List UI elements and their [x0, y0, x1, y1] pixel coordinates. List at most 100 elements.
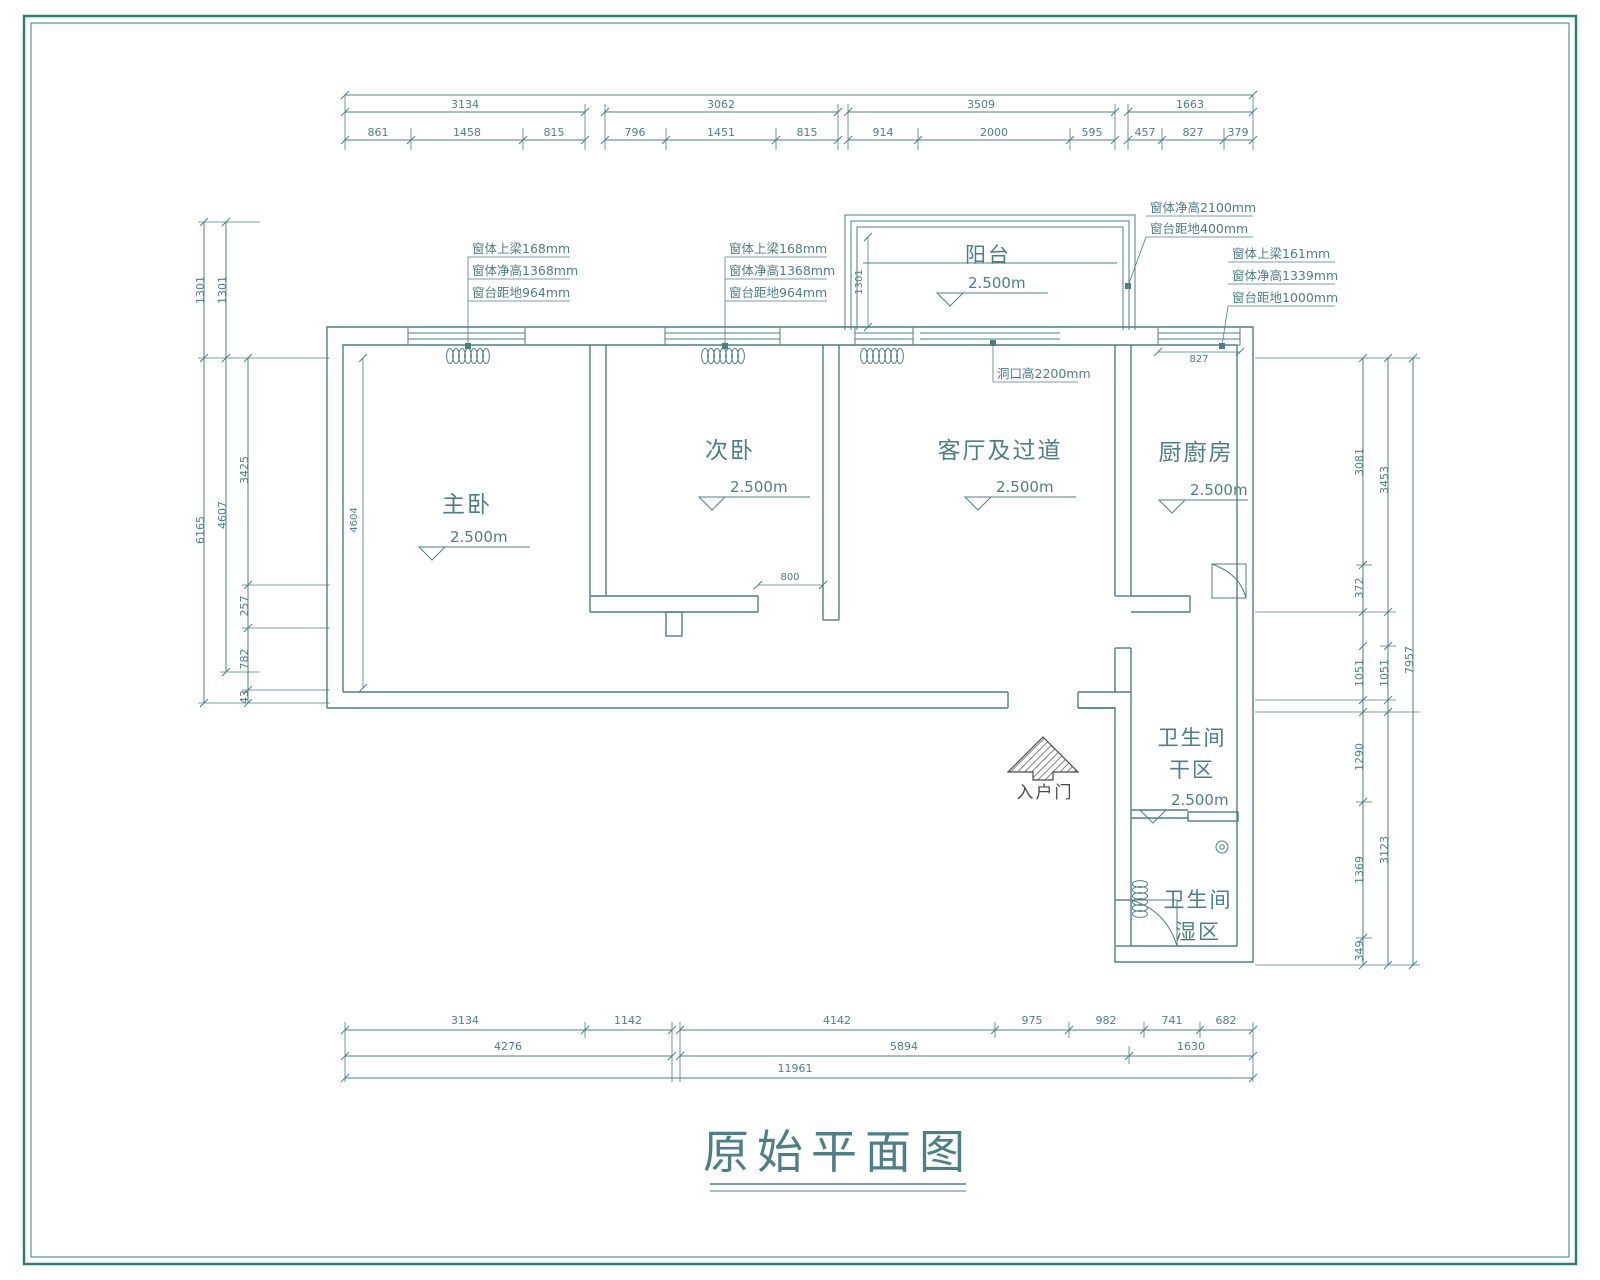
doors	[1130, 563, 1247, 947]
dim-label: 3134	[451, 1014, 479, 1027]
room-label: 卫生间	[1164, 888, 1233, 912]
annotation-text: 窗台距地964mm	[729, 285, 827, 300]
sliding-door-symbol	[1187, 811, 1239, 822]
right-dimensions: 3081 372 1051 1290 1369 349 3453 1051 31…	[1255, 353, 1420, 970]
window-second	[664, 326, 781, 346]
level-label: 2.500m	[730, 478, 788, 496]
leader-dot	[722, 343, 728, 349]
leader-dot	[1125, 283, 1131, 289]
annotation-text: 窗台距地964mm	[472, 285, 570, 300]
entry-label: 入户门	[1017, 783, 1074, 803]
dim-label: 782	[238, 649, 251, 670]
dim-label: 800	[780, 572, 799, 583]
annotation-text: 窗体净高1368mm	[472, 263, 578, 278]
kitchen-door-symbol	[1211, 563, 1247, 599]
dim-label: 3081	[1353, 448, 1366, 476]
annotation-window-master: 窗体上梁168mm 窗体净高1368mm 窗台距地964mm	[465, 241, 578, 349]
dim-label: 4276	[494, 1040, 522, 1053]
level-label: 2.500m	[968, 274, 1026, 292]
room-label: 厨廚房	[1159, 440, 1234, 466]
bath-wet-door-symbol	[1130, 899, 1178, 947]
dim-label: 11961	[778, 1062, 813, 1075]
level-label: 2.500m	[1171, 791, 1229, 809]
room-label: 次卧	[705, 438, 755, 464]
dim-label: 3062	[707, 98, 735, 111]
room-balcony: 阳台 2.500m	[935, 243, 1048, 307]
page-frame	[22, 14, 1578, 1266]
left-dimensions: 1301 6165 1301 4607 3425 257 782 43	[194, 217, 330, 708]
windows	[407, 326, 1241, 346]
dim-label: 4607	[216, 501, 229, 529]
annotation-window-balcony: 窗体净高2100mm 窗台距地400mm	[1125, 200, 1256, 289]
radiator-master	[446, 348, 490, 364]
annotation-text: 窗体净高1339mm	[1232, 268, 1338, 283]
annotation-text: 窗台距地1000mm	[1232, 290, 1338, 305]
dim-label: 982	[1096, 1014, 1117, 1027]
dim-label: 827	[1189, 354, 1208, 365]
dim-label: 457	[1135, 126, 1156, 139]
dim-label: 796	[625, 126, 646, 139]
dim-label: 682	[1216, 1014, 1237, 1027]
annotation-text: 窗体净高2100mm	[1150, 200, 1256, 215]
balcony-door-track	[920, 332, 1060, 340]
radiator-living	[860, 348, 904, 364]
dim-label: 914	[873, 126, 894, 139]
leader-dot	[465, 343, 471, 349]
dim-label: 1301	[194, 276, 207, 304]
dim-label: 741	[1162, 1014, 1183, 1027]
balcony-structure: 1301	[844, 214, 1136, 332]
annotation-window-kitchen: 窗体上梁161mm 窗体净高1339mm 窗台距地1000mm	[1219, 246, 1338, 349]
window-master	[407, 326, 526, 346]
dim-label: 1290	[1353, 743, 1366, 771]
room-label: 客厅及过道	[938, 438, 1063, 464]
entry-arrow-icon	[1006, 736, 1080, 781]
dim-label: 2000	[980, 126, 1008, 139]
room-kitchen: 厨廚房 2.500m	[1157, 440, 1248, 514]
dim-label: 7957	[1403, 646, 1416, 674]
dim-label: 372	[1353, 578, 1366, 599]
dim-label: 815	[544, 126, 565, 139]
annotation-window-second: 窗体上梁168mm 窗体净高1368mm 窗台距地964mm	[722, 241, 835, 349]
annotation-text: 窗体上梁168mm	[472, 241, 570, 256]
dim-label: 1630	[1177, 1040, 1205, 1053]
dim-label: 379	[1228, 126, 1249, 139]
room-label: 干区	[1169, 758, 1215, 782]
room-living: 客厅及过道 2.500m	[938, 438, 1076, 511]
annotation-text: 窗台距地400mm	[1150, 221, 1248, 236]
dim-label: 827	[1183, 126, 1204, 139]
level-label: 2.500m	[450, 528, 508, 546]
drawing-title: 原始平面图	[703, 1125, 973, 1192]
dim-label: 43	[238, 690, 251, 704]
window-kitchen	[1157, 326, 1241, 346]
room-label: 湿区	[1175, 920, 1221, 944]
level-label: 2.500m	[996, 478, 1054, 496]
dim-label: 4604	[349, 507, 360, 532]
room-bath-wet: 卫生间 湿区	[1164, 888, 1233, 944]
walls	[326, 326, 1254, 963]
radiator-bath-wet	[1132, 880, 1148, 918]
dim-label: 349	[1353, 941, 1366, 962]
dim-label: 5894	[890, 1040, 918, 1053]
window-living	[854, 326, 914, 346]
room-label: 主卧	[442, 492, 492, 518]
dim-label: 3453	[1378, 466, 1391, 494]
annotation-text: 窗体上梁168mm	[729, 241, 827, 256]
dim-label: 6165	[194, 516, 207, 544]
title-text: 原始平面图	[703, 1125, 973, 1179]
inner-dimensions: 4604 800 827	[349, 347, 1245, 693]
room-bath-dry: 卫生间 干区 2.500m	[1138, 726, 1229, 824]
annotation-text: 窗体上梁161mm	[1232, 246, 1330, 261]
bottom-dimensions: 3134 1142 4142 975 982 741 682 4276 5894…	[340, 1014, 1258, 1083]
dim-label: 4142	[823, 1014, 851, 1027]
leader-dot	[1219, 343, 1225, 349]
dim-label: 1451	[707, 126, 735, 139]
dim-label: 1458	[453, 126, 481, 139]
dim-label: 595	[1082, 126, 1103, 139]
level-label: 2.500m	[1190, 481, 1248, 499]
floor-drain-icon	[1215, 840, 1229, 854]
annotation-text: 洞口高2200mm	[997, 366, 1091, 381]
dim-label: 1663	[1176, 98, 1204, 111]
annotation-door-opening: 洞口高2200mm	[990, 340, 1091, 383]
dim-label: 1051	[1353, 659, 1366, 687]
